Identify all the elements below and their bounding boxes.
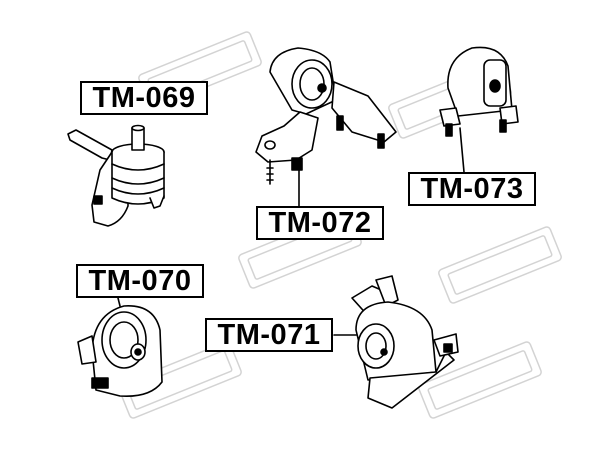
part-drawing-tm-072 (255, 47, 397, 207)
part-number-tm-071: TM-071 (205, 318, 333, 352)
part-number-tm-072: TM-072 (256, 206, 384, 240)
part-drawing-tm-070 (77, 297, 163, 398)
part-number-tm-070: TM-070 (76, 264, 204, 298)
part-number-tm-073: TM-073 (408, 172, 536, 206)
part-drawing-tm-069 (67, 124, 165, 227)
part-number-tm-069: TM-069 (80, 81, 208, 115)
part-drawing-tm-073 (439, 46, 519, 173)
watermark-logo (418, 341, 542, 419)
part-drawing-tm-071 (333, 275, 459, 409)
watermark-logo (438, 226, 562, 304)
watermark-logo (118, 341, 242, 419)
